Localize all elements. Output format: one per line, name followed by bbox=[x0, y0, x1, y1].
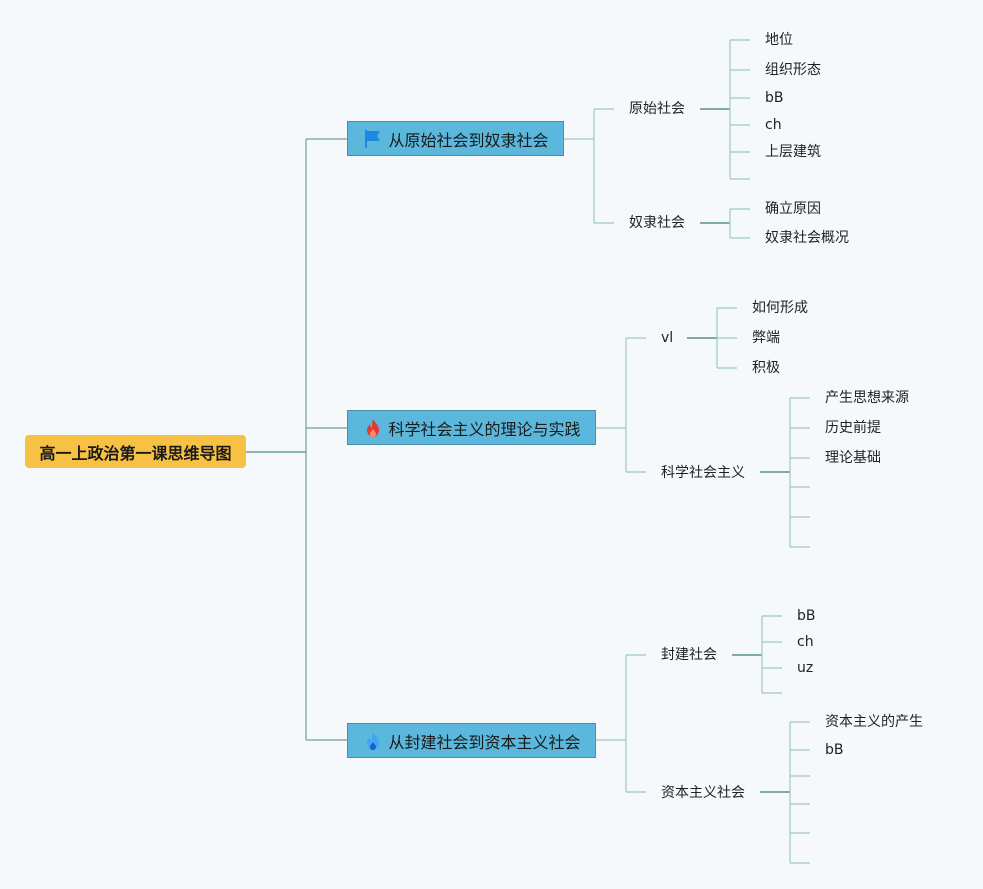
leaf-item[interactable]: 确立原因 bbox=[765, 201, 821, 217]
node-primitive-society[interactable]: 原始社会 bbox=[629, 101, 685, 117]
leaf-item[interactable]: 产生思想来源 bbox=[825, 390, 909, 406]
leaf-item[interactable]: 组织形态 bbox=[765, 62, 821, 78]
leaf-item[interactable]: 积极 bbox=[752, 360, 780, 376]
branch-label: 从原始社会到奴隶社会 bbox=[388, 130, 549, 150]
branch-label: 科学社会主义的理论与实践 bbox=[388, 419, 581, 439]
leaf-item[interactable]: 弊端 bbox=[752, 330, 780, 346]
leaf-item[interactable]: 地位 bbox=[765, 32, 793, 48]
branch-label: 从封建社会到资本主义社会 bbox=[388, 732, 581, 752]
branch-feudal-to-capitalist[interactable]: 从封建社会到资本主义社会 bbox=[347, 723, 596, 758]
node-slave-society[interactable]: 奴隶社会 bbox=[629, 215, 685, 231]
leaf-item[interactable]: ch bbox=[797, 634, 814, 650]
leaf-item[interactable]: bB bbox=[765, 90, 784, 106]
water-drop-icon bbox=[362, 730, 384, 752]
leaf-item[interactable]: 历史前提 bbox=[825, 420, 881, 436]
leaf-item[interactable]: 理论基础 bbox=[825, 450, 881, 466]
leaf-item[interactable]: 奴隶社会概况 bbox=[765, 230, 849, 246]
node-capitalist-society[interactable]: 资本主义社会 bbox=[661, 785, 745, 801]
node-scientific-socialism[interactable]: 科学社会主义 bbox=[661, 465, 745, 481]
fire-icon bbox=[362, 417, 384, 439]
leaf-item[interactable]: 如何形成 bbox=[752, 300, 808, 316]
leaf-item[interactable]: 上层建筑 bbox=[765, 144, 821, 160]
flag-icon bbox=[362, 128, 384, 150]
leaf-item[interactable]: uz bbox=[797, 660, 814, 676]
leaf-item[interactable]: ch bbox=[765, 117, 782, 133]
leaf-item[interactable]: bB bbox=[825, 742, 844, 758]
root-topic[interactable]: 高一上政治第一课思维导图 bbox=[25, 435, 246, 468]
branch-scientific-socialism[interactable]: 科学社会主义的理论与实践 bbox=[347, 410, 596, 445]
root-label: 高一上政治第一课思维导图 bbox=[39, 443, 232, 463]
leaf-item[interactable]: 资本主义的产生 bbox=[825, 714, 923, 730]
node-vl[interactable]: vl bbox=[661, 330, 674, 346]
leaf-item[interactable]: bB bbox=[797, 608, 816, 624]
branch-primitive-to-slave[interactable]: 从原始社会到奴隶社会 bbox=[347, 121, 564, 156]
node-feudal-society[interactable]: 封建社会 bbox=[661, 647, 717, 663]
